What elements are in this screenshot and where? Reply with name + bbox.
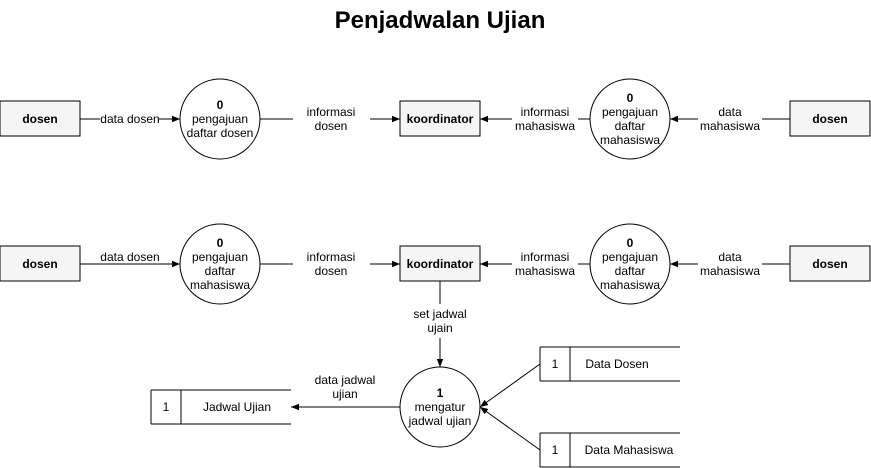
process-number: 0 [217,98,224,112]
process-pengajuan-daftar-mahasiswa-2a[interactable]: 0 pengajuan daftar mahasiswa [179,223,261,305]
process-number: 0 [627,236,634,250]
entity-koordinator-1[interactable]: koordinator [399,100,481,137]
flow-label-line1: data [718,105,742,119]
entity-label: koordinator [407,112,474,126]
flow-data-mahasiswa-to-process [479,406,541,451]
flow-label-line2: mahasiswa [700,119,760,133]
process-line1: pengajuan [192,250,248,264]
entity-dosen-left-2[interactable]: dosen [0,245,81,282]
flow-data-jadwal-ujian: data jadwal ujian [291,371,400,411]
flow-informasi-dosen-1: informasi dosen [260,105,400,133]
process-number: 0 [627,91,634,105]
flow-informasi-mahasiswa-1: informasi mahasiswa [480,105,590,133]
process-line2: daftar [615,264,646,278]
datastore-name: Data Dosen [585,357,648,371]
entity-label: koordinator [407,257,474,271]
flow-label-line1: informasi [307,250,356,264]
process-mengatur-jadwal-ujian[interactable]: 1 mengatur jadwal ujian [399,366,481,448]
datastore-id: 1 [552,357,559,371]
flow-label-line2: dosen [315,264,348,278]
flow-label-line2: ujain [427,321,452,335]
process-line3: mahasiswa [600,278,660,292]
datastore-name: Data Mahasiswa [585,443,674,457]
entity-label: dosen [812,257,847,271]
flow-informasi-dosen-2: informasi dosen [260,250,400,278]
process-pengajuan-daftar-mahasiswa-2b[interactable]: 0 pengajuan daftar mahasiswa [589,223,671,305]
process-line2: daftar [615,119,646,133]
datastore-id: 1 [163,400,170,414]
flow-label-line2: mahasiswa [515,264,575,278]
flow-label-line1: informasi [521,250,570,264]
flow-informasi-mahasiswa-2: informasi mahasiswa [480,250,590,278]
flow-label-line1: informasi [521,105,570,119]
process-line2: daftar [205,264,236,278]
entity-koordinator-2[interactable]: koordinator [399,245,481,282]
process-pengajuan-daftar-dosen-1[interactable]: 0 pengajuan daftar dosen [179,78,261,160]
flow-data-mahasiswa-2: data mahasiswa [670,250,790,278]
process-line2: jadwal ujian [408,414,472,428]
process-number: 0 [217,236,224,250]
datastore-jadwal-ujian[interactable]: 1 Jadwal Ujian [150,389,291,425]
process-line3: mahasiswa [190,278,250,292]
flow-set-jadwal: set jadwal ujain [413,281,467,367]
process-line2: daftar dosen [187,126,254,140]
process-line1: pengajuan [192,112,248,126]
entity-dosen-right-2[interactable]: dosen [789,245,871,282]
diagram-title: Penjadwalan Ujian [335,7,546,34]
entity-dosen-left-1[interactable]: dosen [0,100,81,137]
entity-label: dosen [22,112,57,126]
datastore-data-mahasiswa[interactable]: 1 Data Mahasiswa [539,432,680,468]
diagram-1: dosen data dosen 0 pengajuan daftar dose… [0,78,871,160]
flow-label-line2: mahasiswa [515,119,575,133]
flow-label-line2: dosen [315,119,348,133]
entity-label: dosen [22,257,57,271]
flow-data-dosen-1: data dosen [80,112,180,126]
flow-label-line1: set jadwal [413,307,466,321]
datastore-id: 1 [552,443,559,457]
flow-label-line2: mahasiswa [700,264,760,278]
datastore-data-dosen[interactable]: 1 Data Dosen [539,346,680,382]
flow-label: data dosen [100,250,159,264]
process-line3: mahasiswa [600,133,660,147]
flow-data-dosen-to-process [479,363,541,408]
flow-data-dosen-2: data dosen [80,250,180,268]
process-number: 1 [437,386,444,400]
flow-label-line2: ujian [332,387,357,401]
flow-label: data dosen [100,112,159,126]
process-line1: mengatur [415,400,466,414]
flow-label-line1: informasi [307,105,356,119]
process-line1: pengajuan [602,105,658,119]
process-line1: pengajuan [602,250,658,264]
flow-data-mahasiswa-1: data mahasiswa [670,105,790,133]
flow-label-line1: data jadwal [315,373,376,387]
entity-label: dosen [812,112,847,126]
process-pengajuan-daftar-mahasiswa-1[interactable]: 0 pengajuan daftar mahasiswa [589,78,671,160]
flow-label-line1: data [718,250,742,264]
diagram-2: dosen data dosen 0 pengajuan daftar maha… [0,223,871,468]
entity-dosen-right-1[interactable]: dosen [789,100,871,137]
datastore-name: Jadwal Ujian [203,400,271,414]
